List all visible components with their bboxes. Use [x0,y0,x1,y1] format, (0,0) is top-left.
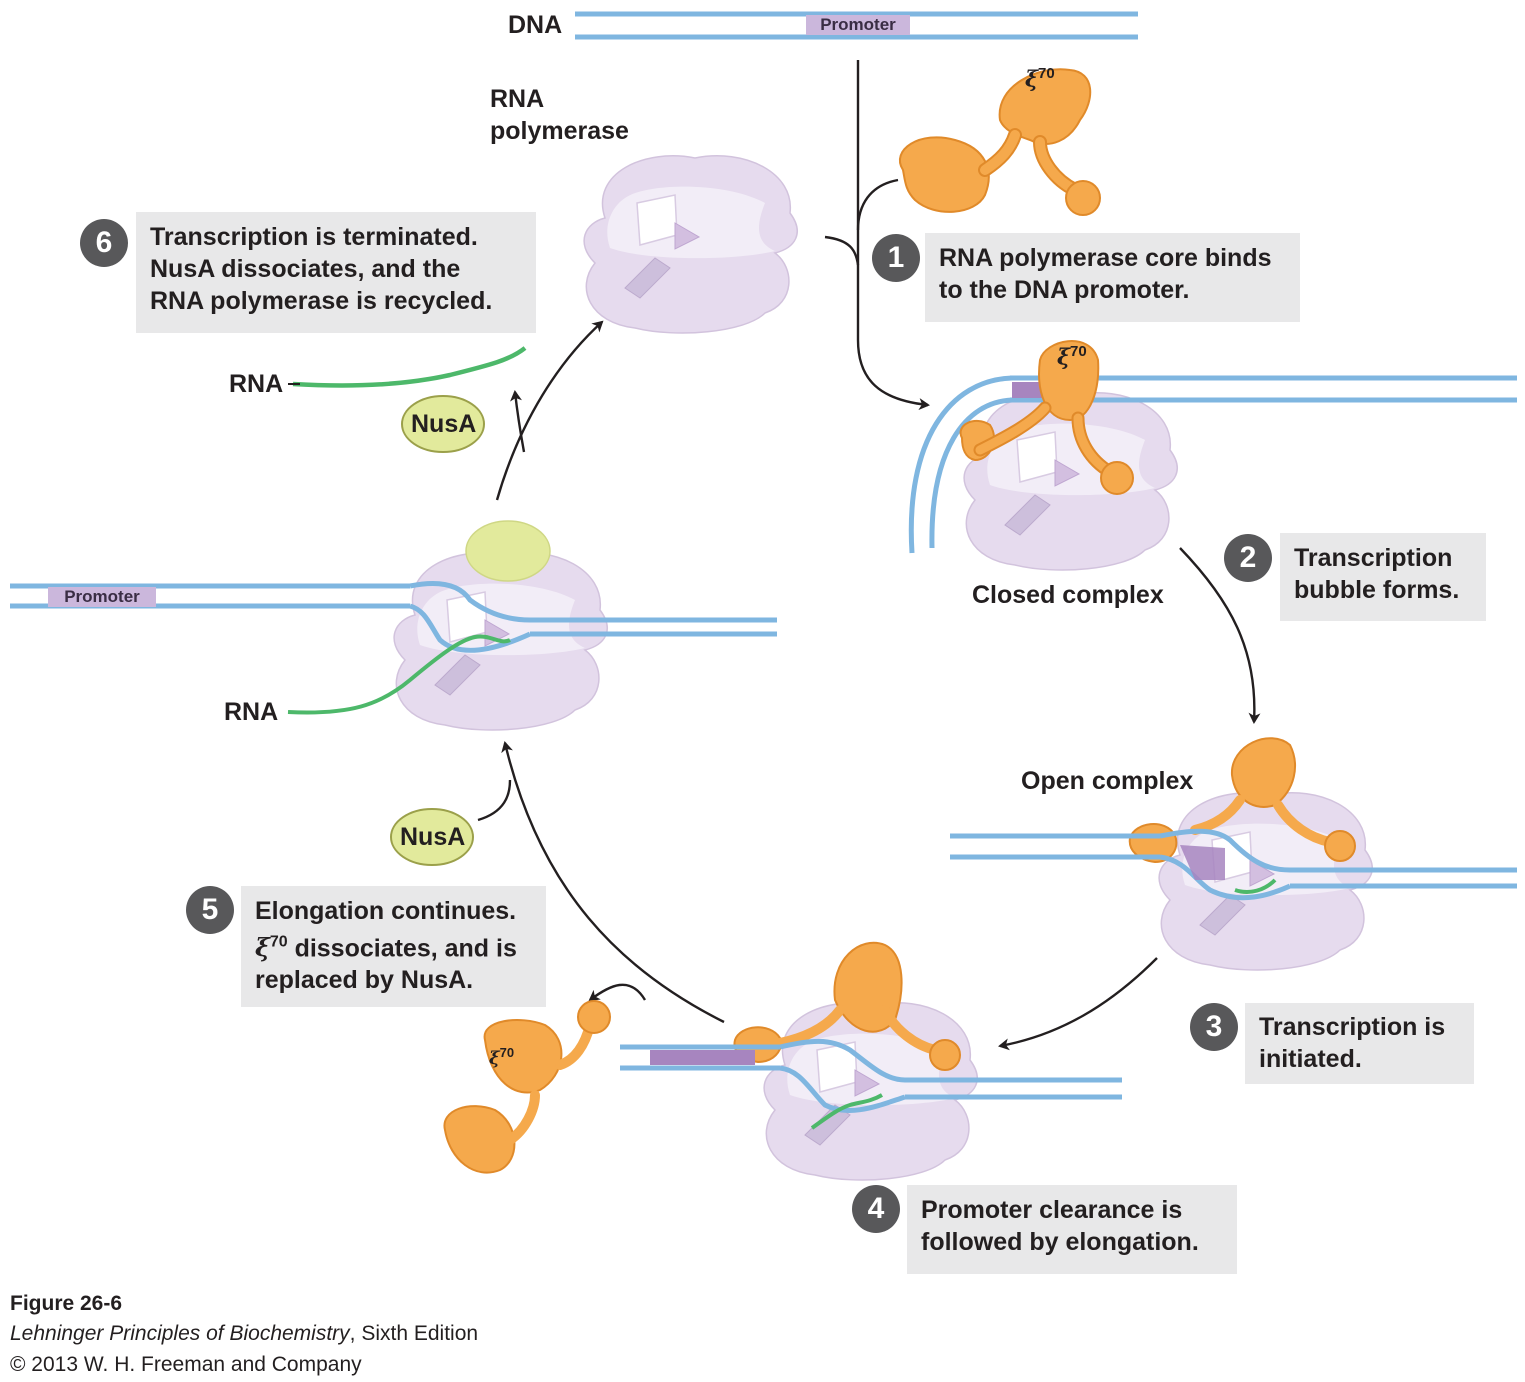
book-edition: , Sixth Edition [349,1322,479,1345]
step-5-box: Elongation continues. ξ70 dissociates, a… [241,886,546,1007]
open-complex [950,737,1517,971]
rna-polymerase-core [583,155,798,334]
sigma-label-released: ξ70 [489,1045,514,1069]
dna-label: DNA [508,11,563,39]
step-1-line-1: RNA polymerase core binds [939,244,1272,272]
step-1-number: 1 [872,234,920,282]
nusa-label-bottom: NusA [400,823,466,851]
rna-label-top: RNA [229,370,284,398]
sigma-label-top: ξ70 [1025,65,1055,92]
top-dna [575,11,1138,40]
closed-complex-label: Closed complex [972,581,1164,609]
closed-complex [908,340,1517,571]
step-5-line-2: ξ70 dissociates, and is [255,927,532,964]
rna-polymerase-label: RNA polymerase [490,85,629,145]
elongation-complex [620,941,1122,1181]
step-5-line-1: Elongation continues. [255,897,517,925]
step-5-sigma: ξ70 [255,933,288,962]
step-6-line-2: NusA dissociates, and the [150,255,461,283]
figure-source: Lehninger Principles of Biochemistry, Si… [10,1319,478,1349]
nusa-free-top [401,395,485,453]
sigma-symbol: ξ [489,1048,500,1069]
rna-label-bottom: RNA [224,698,279,726]
step-2-line-2: bubble forms. [1294,576,1460,604]
rna-strand-released [292,346,527,388]
sigma-number: 70 [1038,65,1055,82]
step-3-number: 3 [1190,1003,1238,1051]
copyright: © 2013 W. H. Freeman and Company [10,1353,362,1376]
step-4-line-1: Promoter clearance is [921,1196,1183,1224]
promoter-tag-left: Promoter [48,587,156,607]
step-6-line-3: RNA polymerase is recycled. [150,287,493,315]
sigma-symbol: ξ [1025,66,1039,93]
book-title: Lehninger Principles of Biochemistry [10,1322,350,1345]
nusa-free-bottom [390,808,474,866]
nusa-elongation-complex [10,520,777,731]
step-4-number: 4 [852,1185,900,1233]
sigma-number: 70 [499,1045,515,1060]
step-5-sigma-number: 70 [269,934,288,951]
open-complex-label: Open complex [1021,767,1194,795]
sigma-factor-top [899,68,1101,216]
sigma-label-closed: ξ70 [1057,343,1087,370]
sigma-factor-released [443,1000,611,1174]
sigma-number: 70 [1070,343,1087,360]
nusa-label-top: NusA [411,410,477,438]
figure-number: Figure 26-6 [10,1292,123,1315]
step-4-line-2: followed by elongation. [921,1228,1199,1256]
step-1-box: RNA polymerase core binds to the DNA pro… [925,233,1300,322]
sigma-symbol: ξ [1057,344,1071,371]
step-6-line-1: Transcription is terminated. [150,223,478,251]
step-5-number: 5 [186,886,234,934]
step-5-sigma-symbol: ξ [255,933,270,963]
step-2-number: 2 [1224,534,1272,582]
step-4-box: Promoter clearance is followed by elonga… [907,1185,1237,1274]
step-5-line-3: replaced by NusA. [255,966,474,995]
step-6-box: Transcription is terminated. NusA dissoc… [136,212,536,333]
step-1-line-2: to the DNA promoter. [939,276,1190,304]
step-3-box: Transcription is initiated. [1245,1003,1474,1084]
step-5-line-2-text: dissociates, and is [294,934,517,963]
step-6-number: 6 [80,219,128,267]
step-3-line-2: initiated. [1259,1045,1362,1073]
promoter-tag-top: Promoter [806,15,910,35]
step-3-line-1: Transcription is [1259,1013,1446,1041]
cycle-arrows [477,60,1261,1051]
step-2-line-1: Transcription [1294,544,1453,572]
step-2-box: Transcription bubble forms. [1280,533,1486,621]
